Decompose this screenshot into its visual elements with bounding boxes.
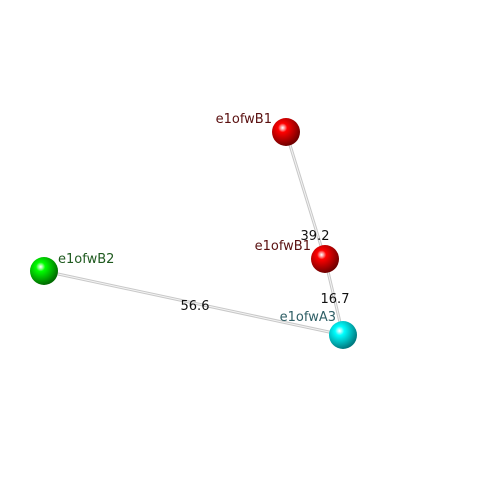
atom-labels: e1ofwB1 e1ofwB1 e1ofwA3 e1ofwB2 (58, 112, 336, 325)
distance-labels: 39.2 16.7 56.6 (181, 229, 350, 314)
distance-line-highlight (43, 270, 344, 336)
atom-label: e1ofwB2 (58, 252, 114, 267)
distance-line-highlight (285, 131, 326, 260)
atom-label: e1ofwB1 (255, 239, 311, 254)
atom-sphere[interactable] (30, 257, 58, 285)
atoms (30, 118, 357, 349)
distance-label: 16.7 (321, 292, 350, 307)
atom-label: e1ofwB1 (216, 112, 272, 127)
atom-sphere[interactable] (329, 321, 357, 349)
atom-label: e1ofwA3 (280, 310, 336, 325)
atom-sphere[interactable] (272, 118, 300, 146)
distance-label: 39.2 (301, 229, 330, 244)
distance-label: 56.6 (181, 299, 210, 314)
atom-sphere[interactable] (311, 245, 339, 273)
